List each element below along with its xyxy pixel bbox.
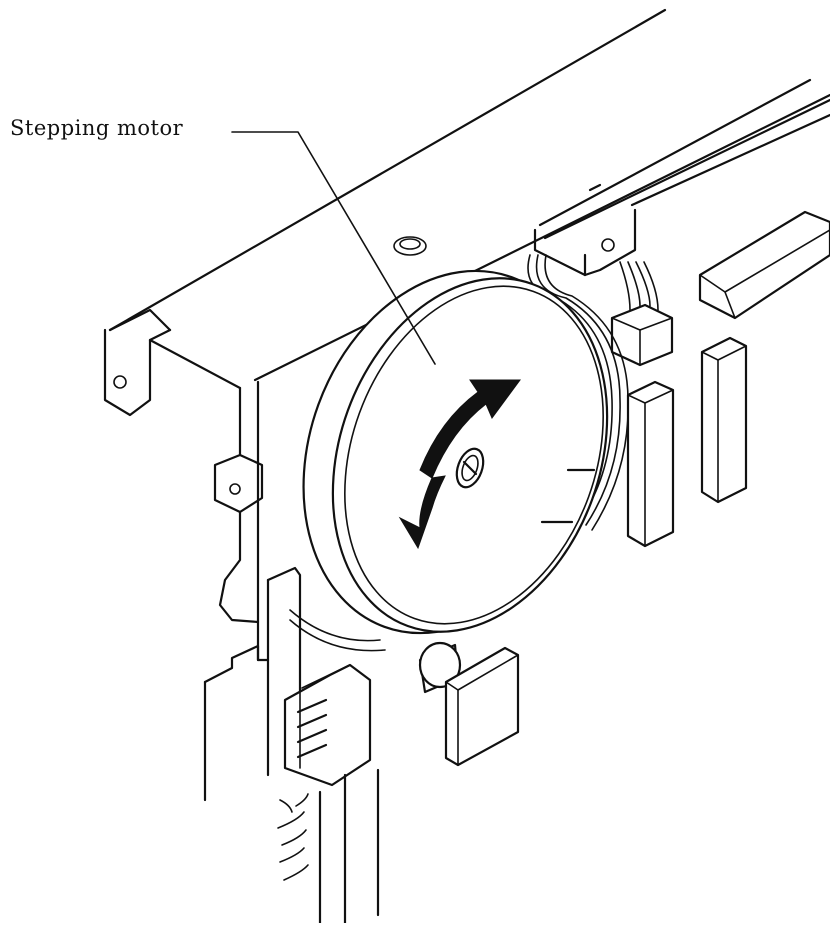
upper-rail [533,78,830,277]
stepping-motor [302,269,609,635]
motor-shaft-screw [455,447,485,489]
rotation-arrow-icon [398,379,521,550]
bottom-connector [203,566,380,925]
wire-harness [289,254,629,652]
roller [418,641,462,694]
stepping-motor-callout-label: Stepping motor [10,116,184,140]
connector-blocks [610,210,830,548]
callout-leader-line [231,131,436,365]
lower-bracket-block [444,646,520,767]
chassis-frame [103,8,830,662]
